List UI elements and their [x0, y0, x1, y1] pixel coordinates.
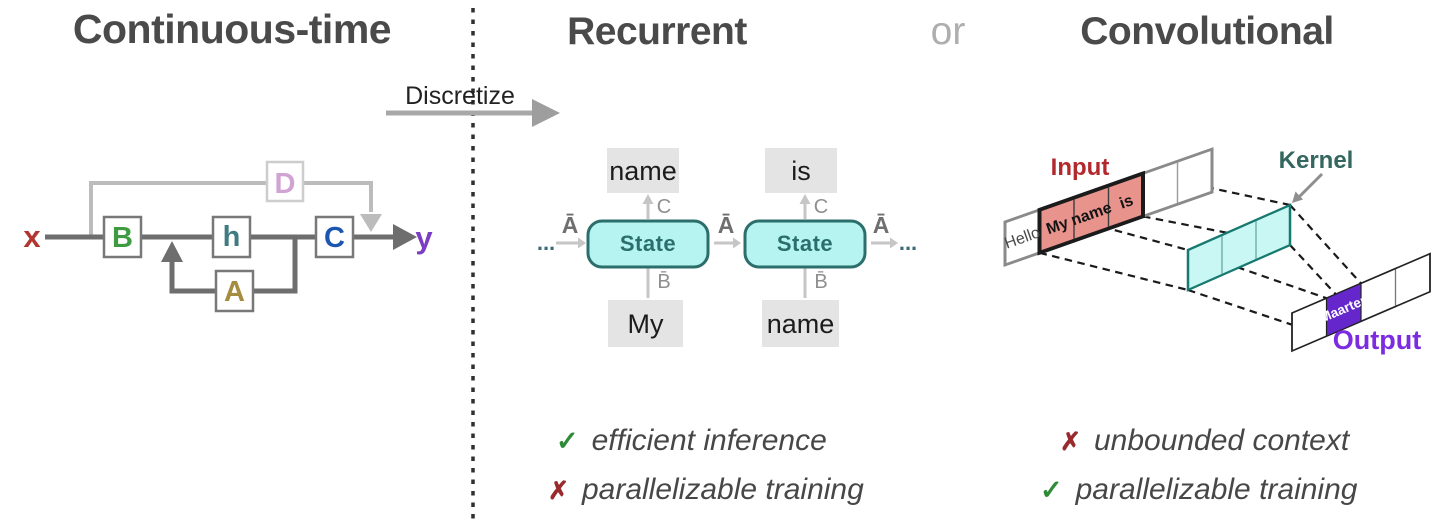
- note-efficient-inference: ✓ efficient inference: [556, 424, 827, 458]
- state-label: State: [620, 231, 676, 256]
- kernel-pointer-line: [1297, 172, 1324, 199]
- a-bar-label: Ā: [718, 212, 735, 238]
- block-D-label: D: [275, 168, 296, 200]
- a-bar-arrowhead-icon: [578, 237, 586, 249]
- block-A: [214, 269, 255, 313]
- token-label: name: [609, 156, 677, 186]
- dashed-projection-line: [1039, 251, 1189, 292]
- convolutional-title: Convolutional: [1080, 10, 1334, 53]
- block-h-label: h: [223, 221, 241, 253]
- recurrent-title: Recurrent: [567, 10, 747, 53]
- continuous-time-title: Continuous-time: [72, 6, 392, 52]
- output-array: [1291, 252, 1431, 353]
- output-label: Output: [1333, 325, 1421, 355]
- dashed-projection-line: [1289, 244, 1362, 323]
- note-parallelizable-training-convolutional: ✓ parallelizable training: [1040, 473, 1357, 507]
- block-A-label: A: [224, 276, 245, 308]
- block-D: [265, 160, 305, 203]
- kernel-parallelogram: [1186, 203, 1292, 292]
- kernel-pointer-arrowhead-icon: [1292, 191, 1303, 203]
- output-highlight-cell: [1325, 282, 1362, 338]
- input-label: Input: [1051, 154, 1110, 181]
- a-bar-label: Ā: [562, 212, 579, 238]
- a-bar-arrowhead-icon: [890, 237, 898, 249]
- check-icon: ✓: [556, 426, 579, 456]
- c-arrowhead-icon: [799, 194, 811, 204]
- cross-icon: ✗: [548, 477, 569, 505]
- state-box: [743, 219, 867, 269]
- block-C: [314, 215, 355, 259]
- a-bar-label: Ā: [873, 212, 890, 238]
- dashed-projection-line: [1187, 248, 1327, 300]
- output-y-label: y: [415, 220, 433, 255]
- b-bar-label: B̄: [657, 270, 670, 293]
- input-x-label: x: [23, 219, 41, 254]
- skip-down-arrowhead-icon: [360, 214, 382, 232]
- discretize-arrowhead-icon: [532, 99, 560, 127]
- block-h: [211, 215, 252, 259]
- note-text: efficient inference: [591, 424, 827, 457]
- input-cell-label: is: [1117, 192, 1135, 213]
- note-parallelizable-training-recurrent: ✗ parallelizable training: [548, 473, 864, 507]
- kernel-outline: [1186, 203, 1292, 292]
- note-unbounded-context: ✗ unbounded context: [1060, 424, 1349, 458]
- b-bar-label: B̄: [814, 270, 827, 293]
- c-label: C: [657, 196, 671, 218]
- note-text: parallelizable training: [1075, 473, 1358, 506]
- output-arrowhead-icon: [393, 224, 417, 250]
- note-text: parallelizable training: [581, 473, 864, 506]
- cross-icon: ✗: [1060, 428, 1081, 456]
- kernel-label: Kernel: [1279, 147, 1354, 174]
- ellipsis-left: ...: [537, 230, 555, 255]
- state-label: State: [777, 231, 833, 256]
- c-label: C: [814, 196, 828, 218]
- a-bar-arrowhead-icon: [733, 237, 741, 249]
- token-box: [608, 300, 683, 347]
- state-box: [586, 219, 710, 269]
- or-label: or: [930, 10, 966, 53]
- check-icon: ✓: [1040, 475, 1063, 505]
- dashed-projection-line: [1289, 204, 1362, 285]
- token-box: [765, 148, 837, 193]
- c-arrowhead-icon: [642, 194, 654, 204]
- ellipsis-right: ...: [899, 230, 917, 255]
- token-label: My: [628, 309, 664, 339]
- block-C-label: C: [324, 222, 345, 254]
- block-B: [102, 215, 143, 259]
- skip-connection-line: [89, 181, 373, 237]
- token-box: [762, 300, 839, 347]
- feedback-up-arrowhead-icon: [161, 241, 183, 262]
- note-text: unbounded context: [1093, 424, 1350, 457]
- token-label: name: [767, 309, 835, 339]
- token-box: [607, 148, 679, 193]
- input-highlight-region: [1037, 170, 1145, 256]
- token-label: is: [791, 156, 811, 186]
- input-array: [1003, 147, 1214, 268]
- input-cell-label: My: [1044, 215, 1071, 238]
- block-B-label: B: [112, 222, 133, 254]
- discretize-label: Discretize: [405, 82, 515, 110]
